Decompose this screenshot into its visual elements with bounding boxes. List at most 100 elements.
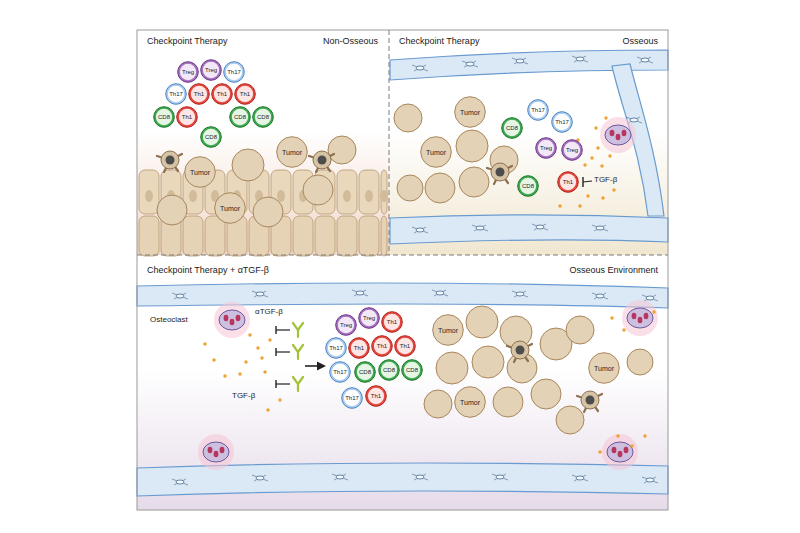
tgf-beta-dot bbox=[223, 374, 226, 377]
cell-core bbox=[156, 109, 172, 125]
cell-label: Th1 bbox=[182, 114, 192, 120]
epithelial-cell bbox=[205, 216, 225, 256]
osteoclast-body bbox=[203, 442, 229, 462]
antibody-shape bbox=[293, 377, 303, 391]
osteocyte-body bbox=[416, 66, 424, 70]
osteocyte bbox=[252, 291, 268, 297]
cell-core bbox=[357, 364, 373, 380]
cell-membrane bbox=[379, 360, 400, 381]
cell-core bbox=[374, 338, 390, 354]
inhibition-line bbox=[276, 383, 290, 384]
cell-label: CD8 bbox=[383, 367, 395, 373]
tgf-beta-dot bbox=[594, 126, 597, 129]
dendritic-body bbox=[161, 151, 179, 169]
panel: Checkpoint Therapy + αTGF-βOsseous Envir… bbox=[137, 255, 668, 510]
cell-label: Treg bbox=[566, 147, 578, 153]
cell-core bbox=[180, 64, 196, 80]
cell-membrane bbox=[336, 315, 357, 336]
tumor-cell bbox=[566, 316, 594, 344]
antibody-shape bbox=[293, 323, 303, 337]
immune-cell: CD8 bbox=[401, 359, 423, 381]
immune-cell: Th17 bbox=[325, 337, 347, 359]
arrowhead bbox=[317, 362, 326, 371]
cell-membrane bbox=[185, 157, 216, 188]
panel-heading: Checkpoint Therapy bbox=[399, 37, 479, 46]
panel-heading: Checkpoint Therapy bbox=[147, 37, 227, 46]
cell-label: Treg bbox=[540, 145, 552, 151]
tgf-beta-dot bbox=[586, 194, 589, 197]
cell-core bbox=[361, 310, 377, 326]
tumor-cell bbox=[466, 306, 498, 338]
dendritic-cell bbox=[507, 341, 532, 362]
osteoclast bbox=[214, 302, 250, 338]
osteocyte-body bbox=[336, 475, 344, 479]
cell-membrane bbox=[166, 84, 187, 105]
cell-core bbox=[232, 109, 248, 125]
cell-label: Th17 bbox=[345, 395, 359, 401]
cell-label: CD8 bbox=[257, 114, 269, 120]
cell-membrane bbox=[342, 388, 363, 409]
osteocyte bbox=[592, 225, 608, 231]
osteoclast-nucleus bbox=[612, 447, 617, 453]
cell-membrane bbox=[177, 107, 198, 128]
cell-membrane bbox=[552, 112, 573, 133]
cell-core bbox=[560, 174, 576, 190]
cell-label: CD8 bbox=[205, 134, 217, 140]
tgf-beta-dot bbox=[652, 310, 655, 313]
tgf-beta-dot bbox=[212, 358, 215, 361]
immune-cell: CD8 bbox=[229, 106, 251, 128]
cell-core bbox=[203, 129, 219, 145]
epithelial-cell bbox=[381, 216, 387, 256]
inhibition-bar bbox=[582, 177, 583, 187]
tgf-beta-dot bbox=[266, 408, 269, 411]
cell-label: Th17 bbox=[329, 345, 343, 351]
osteocyte-body bbox=[496, 475, 504, 479]
tgf-beta-dot bbox=[643, 434, 646, 437]
osteocyte-body bbox=[646, 478, 654, 482]
cell-label: Th17 bbox=[531, 107, 545, 113]
epithelial-cell bbox=[337, 170, 357, 214]
dendritic-nucleus bbox=[496, 168, 505, 177]
immune-cell: Th17 bbox=[329, 361, 351, 383]
immune-cell: Th17 bbox=[341, 387, 363, 409]
immune-cell: Treg bbox=[535, 137, 557, 159]
tumor-cell bbox=[436, 352, 468, 384]
tumor-cell: Tumor bbox=[454, 96, 486, 128]
tgf-beta-dot bbox=[601, 196, 604, 199]
cell-core bbox=[338, 317, 354, 333]
cell-core bbox=[504, 120, 520, 136]
osteocyte bbox=[432, 290, 448, 296]
cell-label: Th1 bbox=[563, 179, 573, 185]
tumor-cell bbox=[627, 349, 653, 375]
cell-label: Tumor bbox=[438, 327, 458, 334]
tumor-cell: Tumor bbox=[184, 156, 216, 188]
osteocyte-body bbox=[416, 475, 424, 479]
cell-core bbox=[344, 390, 360, 406]
immune-cell: Th17 bbox=[165, 83, 187, 105]
immune-cell: Treg bbox=[335, 314, 357, 336]
osteocyte-body bbox=[596, 226, 604, 230]
cell-core bbox=[328, 340, 344, 356]
epithelial-cell bbox=[381, 170, 387, 214]
tumor-cell: Tumor bbox=[588, 352, 620, 384]
cell-membrane bbox=[212, 84, 233, 105]
immune-cell: Th1 bbox=[381, 311, 403, 333]
tgf-beta-dot bbox=[608, 154, 611, 157]
osteocyte bbox=[332, 474, 348, 480]
tumor-cell bbox=[303, 175, 333, 205]
osteoclast-nucleus bbox=[632, 313, 637, 319]
osteocyte-body bbox=[646, 296, 654, 300]
osteocyte bbox=[462, 61, 478, 67]
tumor-cell bbox=[456, 130, 488, 162]
tumor-cell: Tumor bbox=[214, 192, 246, 224]
cell-label: CD8 bbox=[234, 114, 246, 120]
tgf-beta-dot bbox=[616, 434, 619, 437]
osteocyte bbox=[532, 224, 548, 230]
tgf-beta-dot bbox=[598, 450, 601, 453]
cell-label: Th17 bbox=[555, 119, 569, 125]
cell-core bbox=[351, 340, 367, 356]
cell-membrane bbox=[382, 312, 403, 333]
epithelial-nucleus bbox=[145, 190, 153, 202]
panel: Checkpoint TherapyOsseousTumorTumorCD8Th… bbox=[389, 30, 668, 255]
cell-core bbox=[397, 338, 413, 354]
